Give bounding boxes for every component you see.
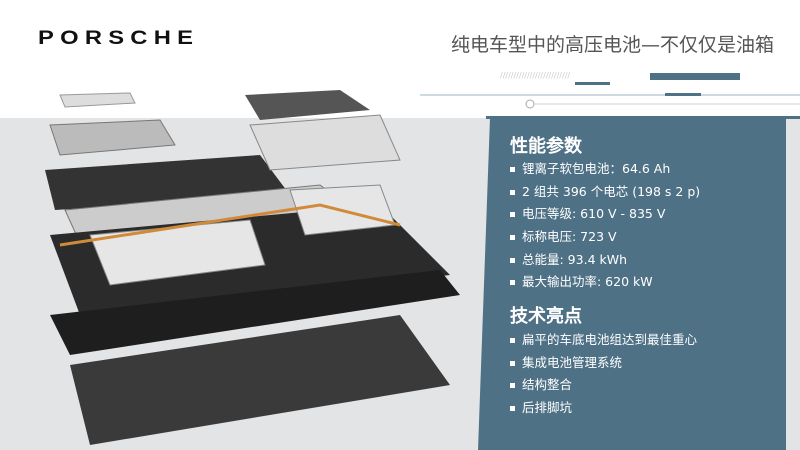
bullet-icon xyxy=(510,337,515,343)
list-item: 扁平的车底电池组达到最佳重心 xyxy=(510,329,697,352)
list-item: 电压等级: 610 V - 835 V xyxy=(510,203,700,226)
svg-text://////////////////////////: ////////////////////////// xyxy=(500,71,570,80)
performance-list: 锂离子软包电池：64.6 Ah 2 组共 396 个电芯 (198 s 2 p)… xyxy=(510,158,700,294)
highlights-list: 扁平的车底电池组达到最佳重心 集成电池管理系统 结构整合 后排脚坑 xyxy=(510,329,697,420)
bullet-icon xyxy=(510,257,515,263)
item-text: 电压等级: 610 V - 835 V xyxy=(522,206,666,222)
bullet-icon xyxy=(510,405,515,411)
list-item: 结构整合 xyxy=(510,374,697,397)
info-panel xyxy=(478,118,786,450)
performance-heading: 性能参数 xyxy=(510,136,582,157)
item-text: 扁平的车底电池组达到最佳重心 xyxy=(522,332,698,347)
item-text: 集成电池管理系统 xyxy=(522,354,623,370)
bullet-icon xyxy=(510,166,515,172)
list-item: 后排脚坑 xyxy=(510,397,697,420)
bullet-icon xyxy=(510,360,515,366)
page-title: 纯电车型中的高压电池—不仅仅是油箱 xyxy=(450,34,774,56)
highlights-heading: 技术亮点 xyxy=(510,306,582,327)
bullet-icon xyxy=(510,280,515,286)
bullet-icon xyxy=(510,189,515,195)
item-text: 锂离子软包电池：64.6 Ah xyxy=(522,161,671,176)
item-text: 最大输出功率: 620 kW xyxy=(522,274,653,290)
item-text: 总能量: 93.4 kWh xyxy=(522,251,628,267)
list-item: 最大输出功率: 620 kW xyxy=(510,271,700,294)
item-text: 后排脚坑 xyxy=(522,400,573,416)
porsche-logo: PORSCHE xyxy=(38,28,200,49)
list-item: 标称电压: 723 V xyxy=(510,226,700,249)
item-text: 2 组共 396 个电芯 (198 s 2 p) xyxy=(522,183,701,199)
bullet-icon xyxy=(510,212,515,218)
item-text: 标称电压: 723 V xyxy=(522,229,617,245)
list-item: 2 组共 396 个电芯 (198 s 2 p) xyxy=(510,181,700,204)
list-item: 集成电池管理系统 xyxy=(510,352,697,375)
bullet-icon xyxy=(510,234,515,240)
list-item: 总能量: 93.4 kWh xyxy=(510,249,700,272)
bullet-icon xyxy=(510,383,515,389)
battery-exploded-image xyxy=(45,90,460,445)
decorative-lines: ////////////////////////// xyxy=(420,71,800,119)
list-item: 锂离子软包电池：64.6 Ah xyxy=(510,158,700,181)
item-text: 结构整合 xyxy=(522,377,573,393)
